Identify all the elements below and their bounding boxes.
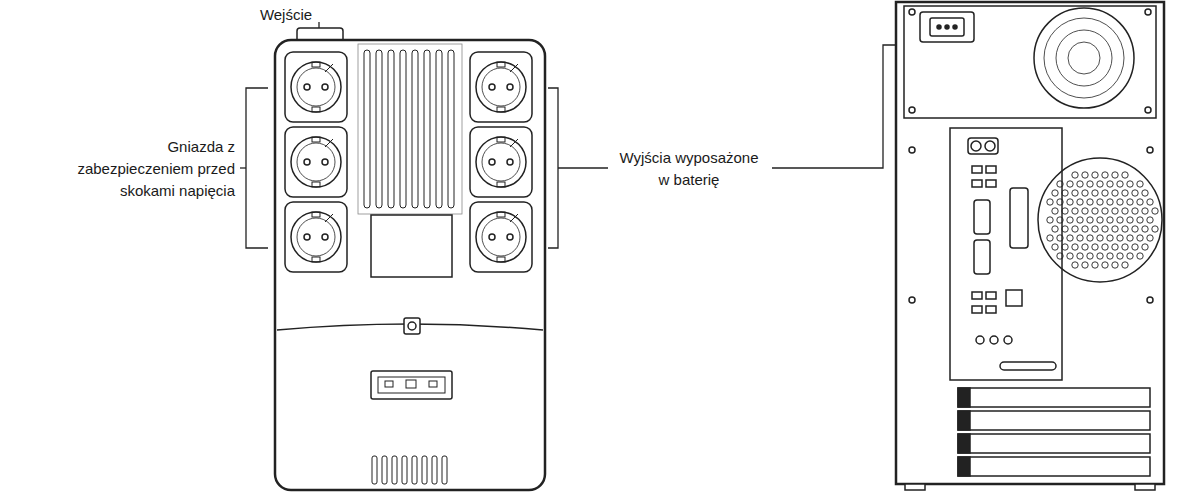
ups-housing xyxy=(275,40,545,490)
power-button xyxy=(404,318,420,334)
socket xyxy=(285,52,347,122)
leader-line xyxy=(558,167,608,168)
socket xyxy=(285,202,347,272)
power-supply xyxy=(904,6,1156,118)
case-fan xyxy=(1038,158,1162,282)
ps2-port xyxy=(968,138,998,154)
display xyxy=(371,215,452,277)
led-icon xyxy=(406,380,416,388)
sockets xyxy=(285,52,532,272)
leader-line xyxy=(318,22,319,28)
psu-fan xyxy=(1034,8,1134,108)
socket xyxy=(470,202,532,272)
bracket xyxy=(246,88,268,248)
led-icon xyxy=(429,381,437,387)
power-socket-inner xyxy=(930,18,964,36)
leader-lines xyxy=(240,22,945,248)
serial-port xyxy=(974,200,990,234)
status-leds xyxy=(378,377,445,393)
network-port xyxy=(1006,290,1022,306)
parallel-port xyxy=(1010,188,1028,248)
io-panel xyxy=(950,128,1062,380)
vent-slots xyxy=(364,50,454,208)
power-button-icon xyxy=(408,322,416,330)
socket xyxy=(470,52,532,122)
leader-line xyxy=(240,167,246,168)
vent-area xyxy=(358,44,462,214)
socket xyxy=(470,127,532,197)
computer-tower xyxy=(896,2,1164,490)
ups-unit xyxy=(275,28,545,490)
power-socket xyxy=(920,12,974,42)
led-icon xyxy=(385,381,393,387)
input-label: Wejście xyxy=(246,4,326,26)
battery-outputs-label: Wyjścia wyposażone w baterię xyxy=(616,147,762,191)
vent-slots xyxy=(372,456,447,484)
socket xyxy=(285,127,347,197)
vga-port xyxy=(974,240,990,274)
surge-sockets-label: Gniazda z zabezpieczeniem przed skokami … xyxy=(70,136,235,202)
expansion-slots xyxy=(958,388,1150,476)
bracket xyxy=(548,88,558,248)
tower-case xyxy=(896,2,1164,484)
status-panel xyxy=(371,371,452,399)
